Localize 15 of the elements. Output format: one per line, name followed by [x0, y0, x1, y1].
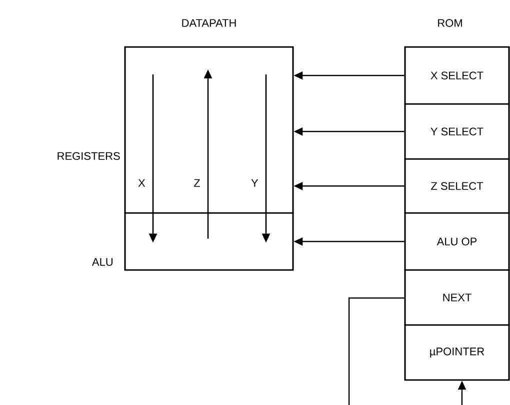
rom-field: ALU OP	[404, 212, 510, 271]
edge-label: Y	[251, 179, 258, 187]
feedback-line	[348, 297, 404, 405]
rom-field: Z SELECT	[404, 158, 510, 214]
node-label: REGISTERS	[58, 152, 120, 160]
rom-field: µPOINTER	[404, 324, 510, 381]
rom-field: X SELECT	[404, 46, 510, 105]
datapath-section: ALU	[92, 212, 294, 271]
edge-label: Z	[194, 179, 200, 187]
edge-label: X	[138, 179, 146, 187]
node-label: DATAPATH	[182, 19, 236, 27]
node-label: ALU	[92, 258, 112, 266]
rom-field: NEXT	[404, 269, 510, 326]
node-label: ROM	[438, 19, 462, 27]
rom-field: Y SELECT	[404, 103, 510, 160]
